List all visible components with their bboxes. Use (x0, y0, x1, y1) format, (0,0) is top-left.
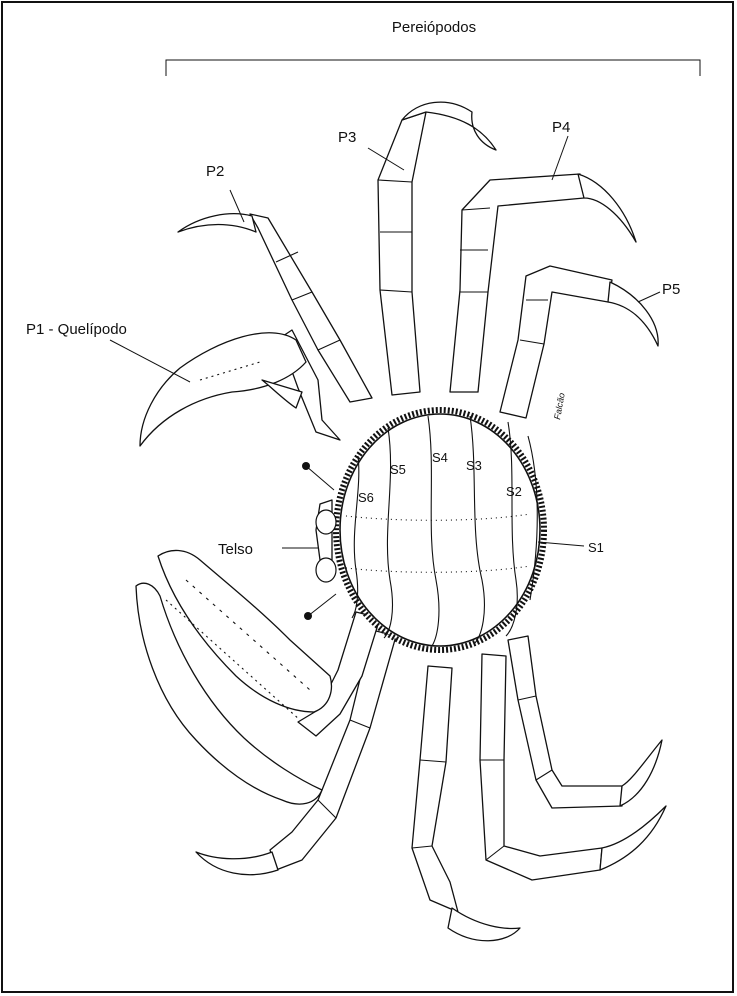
cheliped-upper (140, 330, 340, 446)
label-s4: S4 (432, 450, 448, 465)
leg-bottom-3 (480, 654, 666, 880)
label-pereiopodos: Pereiópodos (392, 19, 476, 36)
label-telso: Telso (218, 541, 253, 558)
label-s3: S3 (466, 458, 482, 473)
label-p2: P2 (206, 163, 224, 180)
pereiopodos-bracket (166, 60, 700, 76)
carapace (336, 410, 544, 650)
label-s2: S2 (506, 484, 522, 499)
label-s1: S1 (588, 540, 604, 555)
label-p4: P4 (552, 119, 570, 136)
leg-bottom-4 (508, 636, 662, 808)
label-s5: S5 (390, 462, 406, 477)
label-p5: P5 (662, 281, 680, 298)
leg-p5 (500, 266, 658, 418)
label-p3: P3 (338, 129, 356, 146)
artist-signature: Falcão (552, 392, 567, 420)
label-s6: S6 (358, 490, 374, 505)
telson (302, 462, 336, 620)
label-p1-quelipodo: P1 - Quelípodo (26, 321, 127, 338)
